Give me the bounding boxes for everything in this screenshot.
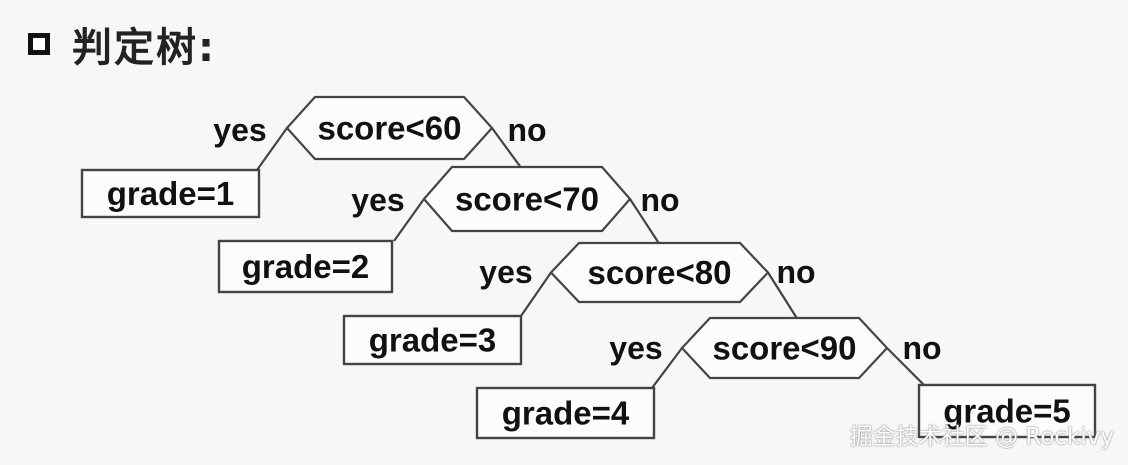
square-bullet-icon	[28, 33, 50, 55]
decision-hexagon	[680, 316, 889, 380]
leaf-node: grade=3	[342, 314, 523, 366]
no-branch-label: no	[776, 254, 815, 290]
leaf-label: grade=3	[369, 322, 497, 359]
no-branch-label: no	[640, 182, 679, 218]
leaf-node: grade=2	[217, 239, 394, 294]
leaf-box	[217, 239, 394, 294]
leaf-label: grade=4	[502, 395, 630, 432]
yes-branch-label: yes	[351, 182, 404, 218]
no-edge	[886, 347, 925, 386]
no-branch-label: no	[507, 112, 546, 148]
page-heading: 判定树:	[28, 14, 216, 74]
no-edge	[767, 271, 799, 321]
decision-label: score<80	[587, 254, 731, 291]
leaf-label: grade=1	[107, 175, 235, 212]
leaf-box	[80, 168, 261, 219]
no-edge	[629, 198, 661, 246]
decision-node: score<60	[285, 95, 494, 161]
decision-node: score<90	[680, 316, 889, 380]
leaf-box	[342, 314, 523, 366]
yes-edge	[520, 271, 552, 317]
leaf-node: grade=1	[80, 168, 261, 219]
watermark: 掘金技术社区 @ Rockivy	[849, 424, 1114, 450]
leaf-box	[475, 386, 656, 440]
yes-branch-label: yes	[213, 112, 266, 148]
decision-node: score<80	[549, 241, 770, 304]
yes-branch-label: yes	[479, 254, 532, 290]
yes-branch-label: yes	[609, 330, 662, 366]
tree-edges	[256, 127, 925, 389]
yes-edge	[256, 127, 288, 171]
no-branch-label: no	[902, 330, 941, 366]
yes-edge	[651, 347, 683, 389]
tree-nodes: score<60score<70score<80score<90grade=1g…	[80, 95, 1097, 440]
decision-label: score<60	[317, 110, 461, 147]
tree-branch-labels: yes no yes no yes no yes no	[213, 112, 941, 366]
decision-hexagon	[285, 95, 494, 161]
decision-label: score<70	[455, 181, 599, 218]
leaf-node: grade=4	[475, 386, 656, 440]
no-edge	[491, 127, 523, 170]
yes-edge	[393, 198, 425, 242]
decision-node: score<70	[422, 165, 632, 233]
page-title: 判定树:	[72, 25, 216, 71]
leaf-node: grade=5	[917, 383, 1097, 439]
leaf-label: grade=5	[943, 393, 1071, 430]
leaf-box	[917, 383, 1097, 439]
leaf-label: grade=2	[242, 248, 370, 285]
decision-hexagon	[422, 165, 632, 233]
decision-hexagon	[549, 241, 770, 304]
decision-label: score<90	[712, 330, 856, 367]
